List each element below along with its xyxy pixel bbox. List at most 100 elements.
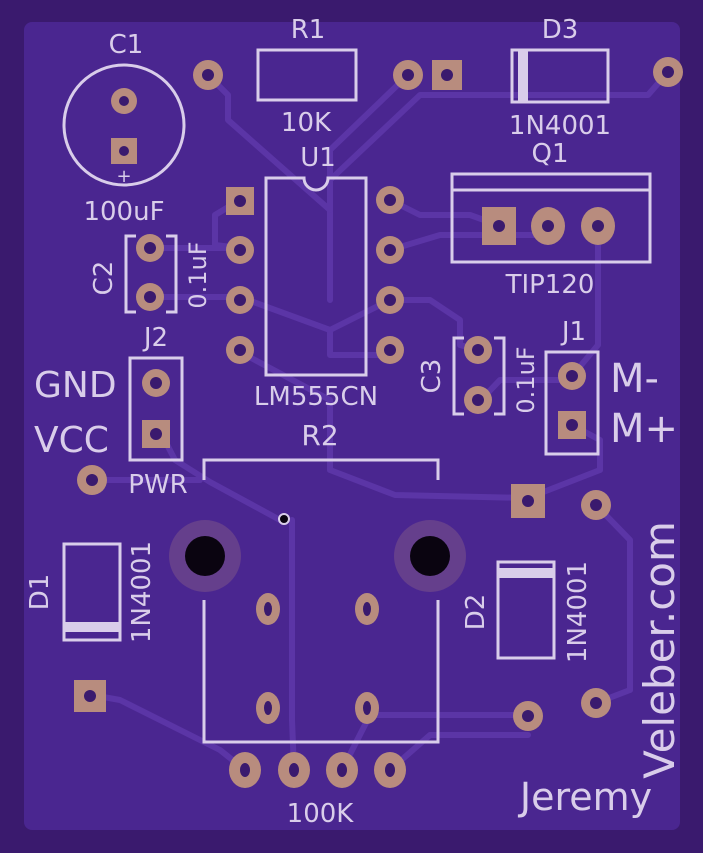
c3-pad-top-hole <box>472 344 484 356</box>
r2-body-outline <box>202 600 440 744</box>
d3-pad-square-hole <box>441 69 453 81</box>
q1-pin-base-hole <box>493 220 505 232</box>
u1-pin3-hole <box>234 294 246 306</box>
credit-url: Veleber.com <box>635 521 684 779</box>
j2-outline <box>128 356 184 462</box>
d2-outline <box>496 560 556 660</box>
r1-pad-right-hole <box>402 69 414 81</box>
j1-label: J1 <box>560 317 586 347</box>
r1-resistor: R1 10K <box>193 15 423 138</box>
j2-pin-gnd-hole <box>150 377 162 389</box>
credit-name: Jeremy <box>518 775 652 819</box>
r1-value: 10K <box>281 108 332 138</box>
q1-transistor: Q1 TIP120 <box>450 139 652 300</box>
d1-cathode-band <box>64 622 120 632</box>
r1-outline <box>256 48 358 102</box>
u1-pin2-hole <box>234 244 246 256</box>
j1-pin-plus-hole <box>566 419 578 431</box>
r2-via <box>278 513 290 525</box>
d3-diode: D3 1N4001 <box>432 15 683 141</box>
d3-cathode-band <box>518 50 528 102</box>
c1-pad-negative-hole <box>119 96 129 106</box>
d2-value: 1N4001 <box>563 561 593 663</box>
u1-outline <box>264 176 368 377</box>
r1-pad-left-hole <box>202 69 214 81</box>
r2-pin-3-hole <box>337 763 347 777</box>
c2-label: C2 <box>89 261 119 296</box>
u1-pin7-hole <box>384 244 396 256</box>
q1-value: TIP120 <box>505 270 595 300</box>
u1-pin6-hole <box>384 294 396 306</box>
d2-pad-square-hole <box>522 495 534 507</box>
c2-capacitor: C2 0.1uF <box>89 234 212 314</box>
j2-gnd-label: GND <box>34 365 117 406</box>
r2-top-bracket <box>202 458 440 480</box>
j1-plus-label: M+ <box>610 406 678 452</box>
c3-capacitor: C3 0.1uF <box>417 336 540 416</box>
c2-outline-left <box>124 234 136 314</box>
r2-pad-tr-hole <box>363 602 371 616</box>
c3-pad-bottom-hole <box>472 394 484 406</box>
pwr-label: PWR <box>128 470 187 500</box>
c1-plus-sign: + <box>116 166 131 187</box>
test-pad-right-lower-hole <box>590 697 602 709</box>
u1-pin8-hole <box>384 194 396 206</box>
c3-value: 0.1uF <box>512 346 540 413</box>
j1-motor-header: J1 M- M+ <box>544 317 678 456</box>
d1-pad-square-hole <box>84 690 96 702</box>
c1-outline <box>62 63 186 187</box>
j1-minus-label: M- <box>610 356 659 402</box>
d3-label: D3 <box>542 15 579 45</box>
r2-mount-left <box>185 536 225 576</box>
c2-pad-top-hole <box>144 242 156 254</box>
u1-pin5-hole <box>384 344 396 356</box>
d2-cathode-band <box>498 568 554 578</box>
c2-value: 0.1uF <box>184 241 212 308</box>
c2-pad-bottom-hole <box>144 291 156 303</box>
r2-label: R2 <box>301 419 338 452</box>
c1-pad-positive-hole <box>119 146 129 156</box>
u1-pin4-hole <box>234 344 246 356</box>
c1-label: C1 <box>109 30 144 60</box>
r2-pin-4-hole <box>385 763 395 777</box>
d3-outline <box>510 48 610 104</box>
r2-pad-br-hole <box>363 701 371 715</box>
c3-outline-right <box>494 336 506 416</box>
u1-pin1-hole <box>234 195 246 207</box>
q1-pin-collector-hole <box>542 220 554 232</box>
c1-capacitor: + C1 100uF <box>62 30 186 227</box>
d2-label: D2 <box>461 594 491 631</box>
d3-value: 1N4001 <box>509 111 611 141</box>
j2-vcc-label: VCC <box>34 420 109 461</box>
d1-label: D1 <box>25 574 55 611</box>
r1-label: R1 <box>291 15 326 45</box>
test-pad-right-upper-hole <box>590 499 602 511</box>
r2-potentiometer: R2 100K <box>169 419 466 829</box>
u1-label: U1 <box>300 143 336 173</box>
r2-value: 100K <box>287 799 355 829</box>
r2-pin-1-hole <box>240 763 250 777</box>
c2-outline-right <box>166 234 178 314</box>
j2-label: J2 <box>142 323 168 353</box>
r2-pad-tl-hole <box>264 602 272 616</box>
j2-power-header: J2 GND VCC PWR <box>34 323 188 500</box>
q1-outline <box>450 172 652 264</box>
j2-pin-vcc-hole <box>150 428 162 440</box>
d3-pad-round-hole <box>662 66 674 78</box>
u1-value: LM555CN <box>254 382 378 412</box>
r2-mount-right <box>410 536 450 576</box>
q1-label: Q1 <box>531 139 568 169</box>
pwr-pad-hole <box>86 474 98 486</box>
d1-outline <box>62 542 122 642</box>
q1-pin-emitter-hole <box>592 220 604 232</box>
r2-pad-bl-hole <box>264 701 272 715</box>
c1-value: 100uF <box>83 197 164 227</box>
j1-outline <box>544 350 600 456</box>
r2-pin-2-hole <box>289 763 299 777</box>
c3-outline-left <box>452 336 464 416</box>
d1-value: 1N4001 <box>127 541 157 643</box>
d2-pad-round-hole <box>522 710 534 722</box>
c3-label: C3 <box>417 359 447 394</box>
u1-ic: U1 LM555CN <box>226 143 404 412</box>
